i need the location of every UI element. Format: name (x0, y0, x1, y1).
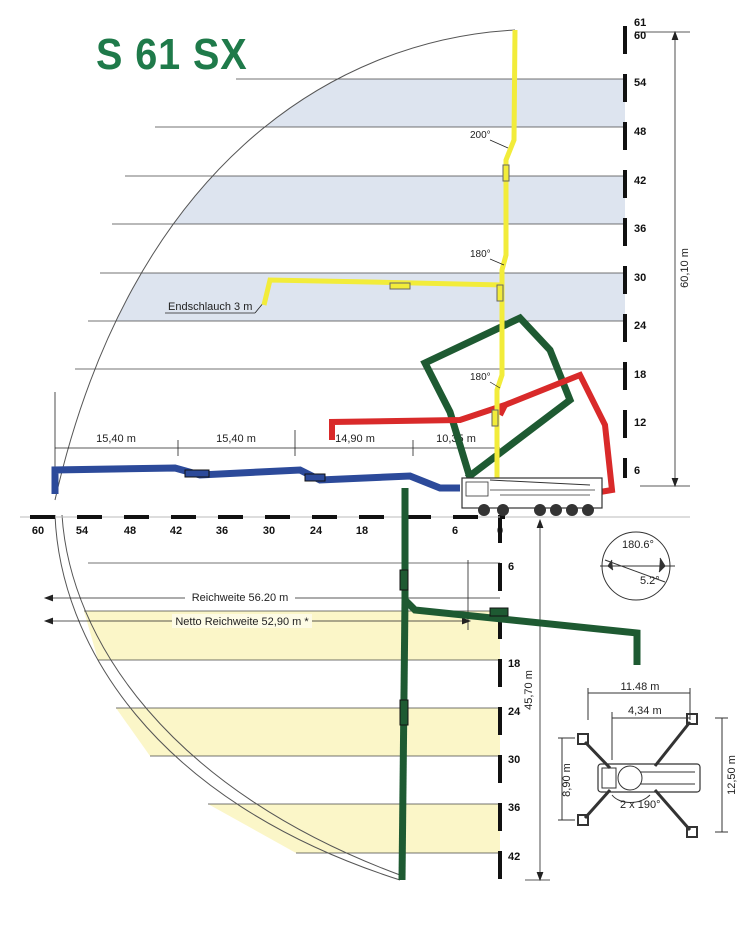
h-axis-label-48: 48 (124, 525, 136, 537)
slew-diagram (600, 531, 675, 601)
h-axis-label-54: 54 (76, 525, 89, 537)
h-axis-label-36: 36 (216, 525, 228, 537)
h-axis-label-60: 60 (32, 525, 44, 537)
outrigger-width-label: 11.48 m (621, 681, 660, 693)
h-axis-label-24: 24 (310, 525, 323, 537)
yellow-boom (261, 29, 518, 478)
lower-axis-labels: 6 18 24 30 36 42 (508, 561, 521, 863)
slew-big-label: 180.6° (622, 539, 654, 551)
right-axis-label-30: 30 (634, 272, 646, 284)
outrigger-height-label: 8,90 m (561, 763, 573, 797)
h-axis-label-42: 42 (170, 525, 182, 537)
segment-dimensions (54, 392, 500, 480)
right-axis-label-6: 6 (634, 465, 640, 477)
net-reach-label: Netto Reichweite 52,90 m * (175, 616, 309, 628)
red-boom (329, 371, 616, 495)
outrigger-diagram (558, 688, 728, 838)
outrigger-length-label: 12,50 m (726, 755, 738, 795)
angle-200-label: 200° (470, 130, 491, 141)
reach-label: Reichweite 56.20 m (192, 592, 289, 604)
lower-bands (84, 611, 500, 853)
segment-1-label: 15,40 m (96, 433, 136, 445)
lower-axis-label-24: 24 (508, 706, 521, 718)
right-axis-label-61: 61 (634, 17, 646, 29)
right-axis-label-24: 24 (634, 320, 647, 332)
right-axis-label-60: 60 (634, 30, 646, 42)
net-reach-label-bg (172, 614, 312, 628)
upper-outside-mask (0, 20, 515, 515)
right-axis-label-12: 12 (634, 417, 646, 429)
depth-dimension (525, 518, 550, 882)
band-24-30 (116, 708, 500, 756)
angle-180-lower-label: 180° (470, 372, 491, 383)
right-axis-label-36: 36 (634, 223, 646, 235)
h-axis-label-18: 18 (356, 525, 368, 537)
right-axis-label-48: 48 (634, 126, 646, 138)
segment-3-label: 14,90 m (335, 433, 375, 445)
truck (461, 477, 603, 516)
endschlauch-label: Endschlauch 3 m (168, 301, 252, 313)
outrigger-swing-label: 2 x 190° (620, 799, 660, 811)
angle-180-upper-label: 180° (470, 249, 491, 260)
right-axis-label-42: 42 (634, 175, 646, 187)
outrigger-front-label: 4,34 m (628, 705, 662, 717)
h-axis-label-0: 0 (497, 525, 503, 537)
upper-envelope-arc (54, 29, 516, 501)
depth-dim-label: 45,70 m (523, 670, 535, 710)
lower-envelope-arc-1 (54, 514, 401, 881)
reach-label-bg (185, 590, 295, 604)
green-boom (398, 313, 641, 881)
lower-axis-label-18: 18 (508, 658, 520, 670)
h-axis-label-30: 30 (263, 525, 275, 537)
height-dim-label: 60,10 m (679, 248, 691, 288)
lower-envelope-arc-2 (61, 514, 401, 876)
right-axis-label-18: 18 (634, 369, 646, 381)
lower-axis-label-6: 6 (508, 561, 514, 573)
slew-small-label: 5.2° (640, 575, 660, 587)
lower-axis-label-36: 36 (508, 802, 520, 814)
lower-axis-label-30: 30 (508, 754, 520, 766)
height-dimension (635, 30, 690, 488)
right-axis-label-54: 54 (634, 77, 647, 89)
blue-boom (51, 464, 460, 494)
segment-2-label: 15,40 m (216, 433, 256, 445)
model-title: S 61 SX (96, 30, 248, 79)
upper-gridlines (75, 78, 625, 370)
h-axis-label-6: 6 (452, 525, 458, 537)
band-36-42 (208, 804, 500, 853)
lower-axis-label-42: 42 (508, 851, 520, 863)
